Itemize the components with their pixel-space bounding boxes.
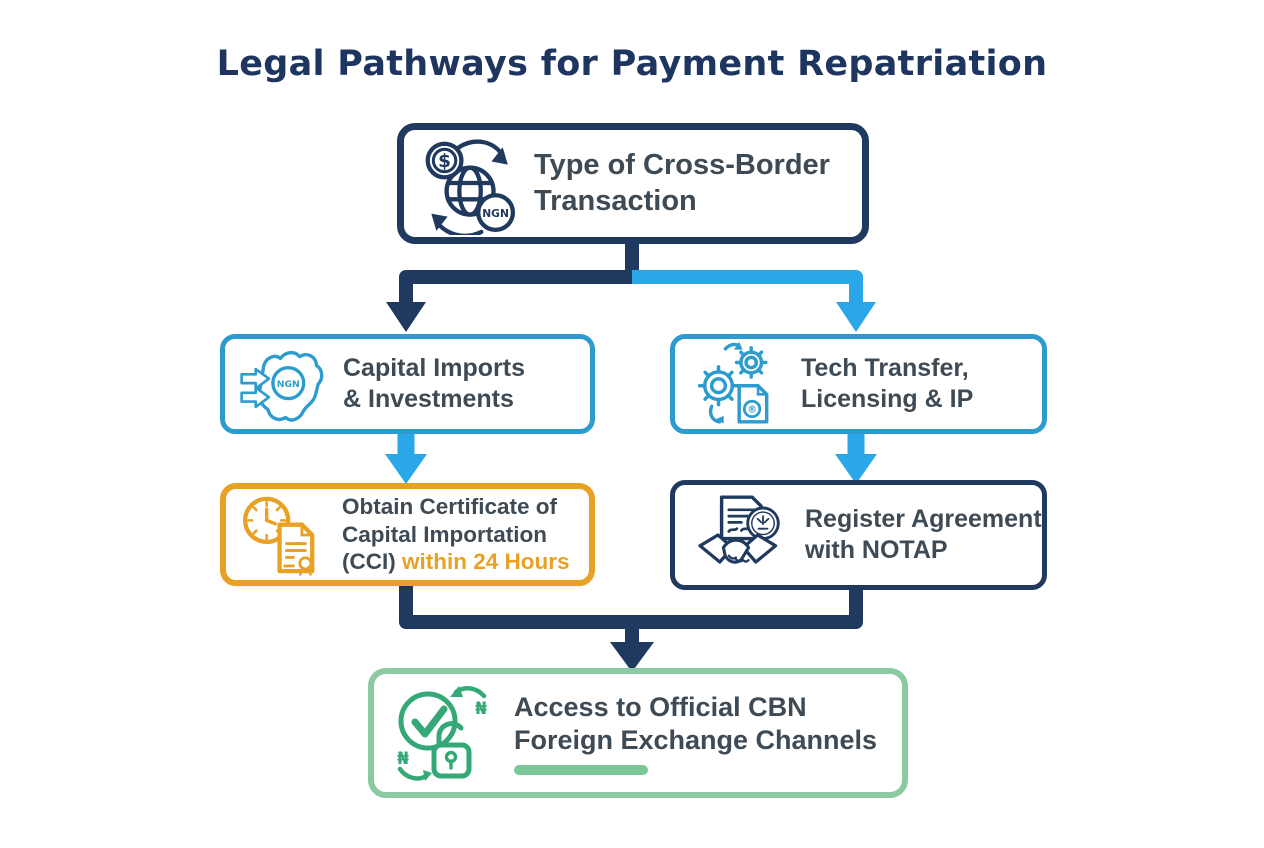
arrowhead-to-tech-transfer (836, 302, 876, 332)
gears-ip-document-icon: ® (697, 341, 769, 424)
naira-glyph-bottom: ₦ (397, 749, 409, 769)
connector-branch-right (632, 270, 863, 304)
node-tech-transfer-label: Tech Transfer, Licensing & IP (801, 354, 974, 413)
cbn-label-block: Access to Official CBN Foreign Exchange … (514, 691, 877, 776)
cci-label-highlight: within 24 Hours (402, 549, 570, 575)
node-transaction-type: $ NGN Type of Cross-Border Transaction (397, 123, 869, 244)
globe-currency-exchange-icon: $ NGN (425, 138, 516, 235)
ngn-glyph: NGN (482, 207, 509, 220)
connector-stem-top (399, 235, 639, 304)
ngn-glyph: NGN (277, 379, 300, 390)
node-capital-imports: NGN Capital Imports & Investments (220, 334, 595, 434)
page-title: Legal Pathways for Payment Repatriation (216, 44, 1048, 84)
node-notap: Register Agreement with NOTAP (670, 480, 1047, 590)
cci-label-main: Obtain Certificate of Capital Importatio… (342, 493, 558, 575)
node-tech-transfer: ® Tech Transfer, Licensing & IP (670, 334, 1047, 434)
registered-glyph: ® (747, 404, 756, 415)
check-unlock-naira-icon: ₦ ₦ (397, 686, 487, 781)
naira-glyph-top: ₦ (475, 699, 487, 719)
green-underline (514, 765, 648, 776)
node-cci: Obtain Certificate of Capital Importatio… (220, 483, 595, 586)
node-cbn-fx: ₦ ₦ Access to Official CBN Foreign Excha… (368, 668, 908, 798)
arrowhead-to-capital-imports (386, 302, 426, 332)
handshake-agreement-icon (698, 495, 780, 564)
dollar-glyph: $ (438, 151, 451, 172)
node-cci-label: Obtain Certificate of Capital Importatio… (342, 493, 570, 577)
clock-certificate-icon (243, 496, 315, 576)
node-capital-imports-label: Capital Imports & Investments (343, 354, 525, 413)
node-notap-label: Register Agreement with NOTAP (805, 505, 1042, 564)
nigeria-map-inflow-icon: NGN (240, 350, 324, 422)
arrowhead-to-cci (385, 454, 427, 484)
node-transaction-type-label: Type of Cross-Border Transaction (534, 148, 830, 217)
node-cbn-fx-label: Access to Official CBN Foreign Exchange … (514, 691, 878, 755)
